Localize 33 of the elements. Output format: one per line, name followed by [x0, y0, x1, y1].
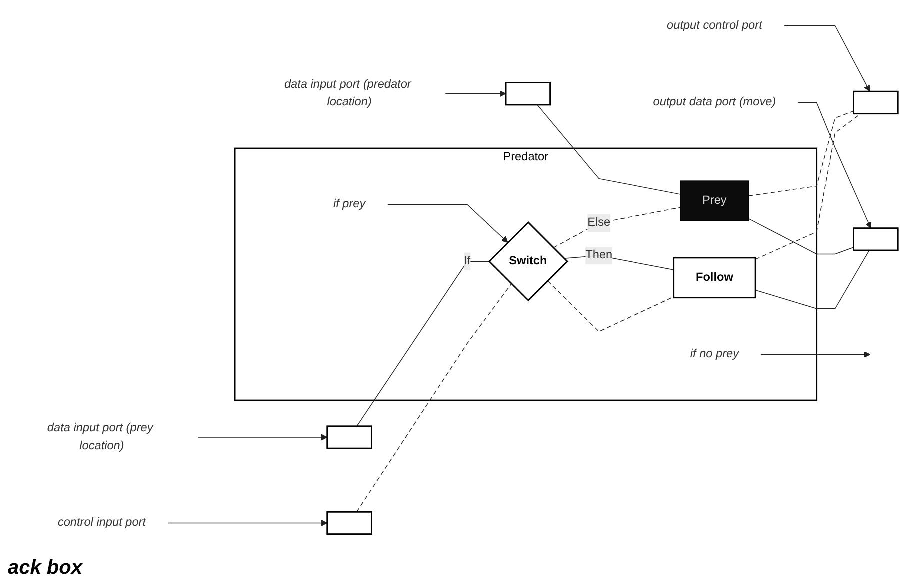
- node-box: [853, 228, 899, 252]
- connector-line: [748, 219, 854, 256]
- edge-label: If: [464, 255, 471, 268]
- leader-line: [784, 26, 870, 92]
- node-box: [505, 82, 552, 106]
- caption-text: ack box: [8, 557, 82, 579]
- node-diamond: Switch: [488, 222, 569, 302]
- node-box: [853, 91, 899, 115]
- node-text: data input port (prey location): [47, 422, 154, 453]
- connector-line: [748, 111, 854, 197]
- node-box: [326, 426, 372, 450]
- node-box: [326, 512, 372, 536]
- node-text: control input port: [58, 517, 146, 530]
- leader-line: [387, 204, 508, 244]
- node-box: Follow: [673, 258, 756, 300]
- connector-line: [356, 284, 512, 513]
- node-text: output data port (move): [653, 96, 776, 110]
- node-text: data input port (predator location): [284, 78, 412, 110]
- node-text: output control port: [667, 20, 762, 32]
- connector-line: [755, 250, 870, 310]
- leader-line: [798, 102, 872, 230]
- edge-label: Else: [588, 216, 611, 230]
- leader-line: [168, 520, 328, 527]
- connector-line: [755, 114, 862, 260]
- leader-line: [445, 91, 506, 98]
- node-box: Prey: [680, 181, 750, 222]
- connector-line: [553, 208, 681, 249]
- leader-line: [760, 352, 871, 358]
- leader-line: [198, 434, 328, 442]
- connector-line: [547, 281, 674, 333]
- edge-label: Then: [586, 250, 613, 262]
- connector-line: [537, 105, 681, 196]
- connector-line: [356, 262, 490, 428]
